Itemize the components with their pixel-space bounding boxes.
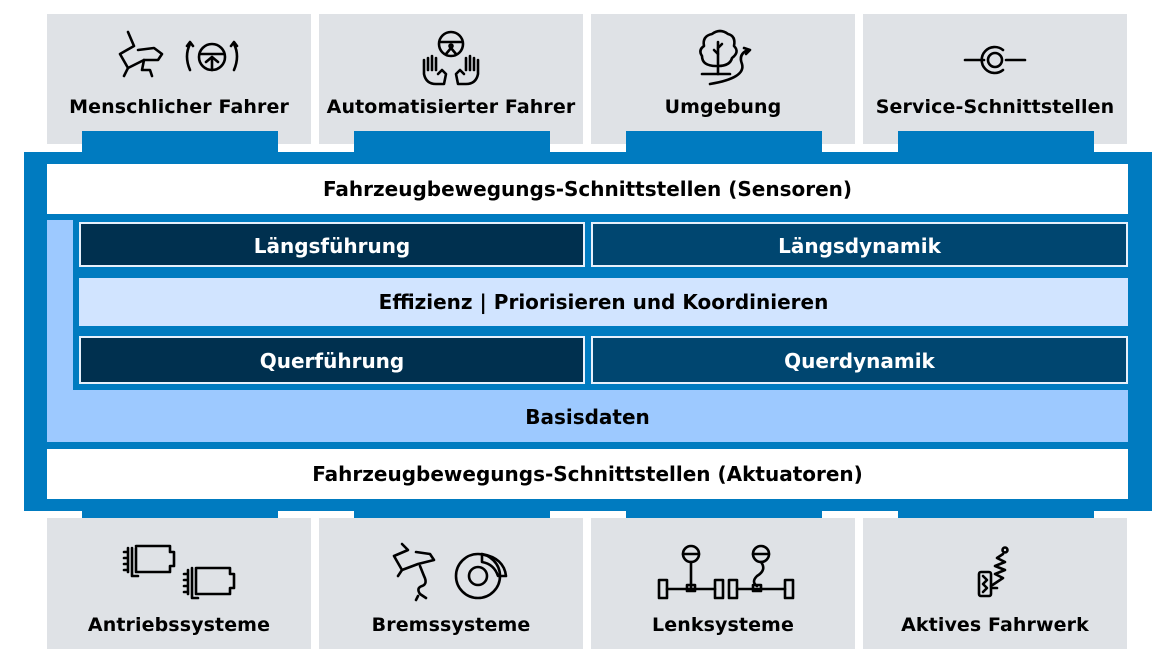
connector-tab <box>354 131 550 153</box>
output-card-steering-systems: Lenksysteme <box>591 518 855 649</box>
pedal-steering-wheel-icon <box>47 26 311 88</box>
actuators-interface-band: Fahrzeugbewegungs-Schnittstellen (Aktuat… <box>47 449 1128 499</box>
coordination-band: Effizienz | Priorisieren und Koordiniere… <box>79 278 1128 326</box>
hands-off-steering-wheel-icon <box>319 26 583 88</box>
output-label: Bremssysteme <box>371 614 531 636</box>
connector-tab <box>898 131 1094 153</box>
output-card-active-suspension: Aktives Fahrwerk <box>863 518 1127 649</box>
tree-road-icon <box>591 26 855 88</box>
input-label: Automatisierter Fahrer <box>326 96 576 118</box>
output-label: Lenksysteme <box>652 614 794 636</box>
input-card-service-interfaces: Service-Schnittstellen <box>863 14 1127 144</box>
connector-tab <box>626 131 822 153</box>
output-label: Aktives Fahrwerk <box>901 614 1089 636</box>
lateral-dynamics-box: Querdynamik <box>591 336 1128 384</box>
input-label: Menschlicher Fahrer <box>69 96 289 118</box>
connector-tab <box>82 131 278 153</box>
interface-connector-icon <box>863 26 1127 88</box>
longitudinal-dynamics-box: Längsdynamik <box>591 222 1128 267</box>
drive-motors-icon <box>47 538 311 608</box>
output-card-drive-systems: Antriebssysteme <box>47 518 311 649</box>
input-card-human-driver: Menschlicher Fahrer <box>47 14 311 144</box>
longitudinal-guidance-box: Längsführung <box>79 222 585 267</box>
lateral-guidance-box: Querführung <box>79 336 585 384</box>
output-card-brake-systems: Bremssysteme <box>319 518 583 649</box>
base-data-label: Basisdaten <box>525 405 650 429</box>
active-suspension-icon <box>863 538 1127 608</box>
sensors-interface-band: Fahrzeugbewegungs-Schnittstellen (Sensor… <box>47 164 1128 214</box>
steering-axle-icon <box>591 538 855 608</box>
input-card-automated-driver: Automatisierter Fahrer <box>319 14 583 144</box>
input-label: Umgebung <box>664 96 782 118</box>
brake-pedal-disc-icon <box>319 538 583 608</box>
input-label: Service-Schnittstellen <box>875 96 1115 118</box>
input-card-environment: Umgebung <box>591 14 855 144</box>
output-label: Antriebssysteme <box>87 614 271 636</box>
